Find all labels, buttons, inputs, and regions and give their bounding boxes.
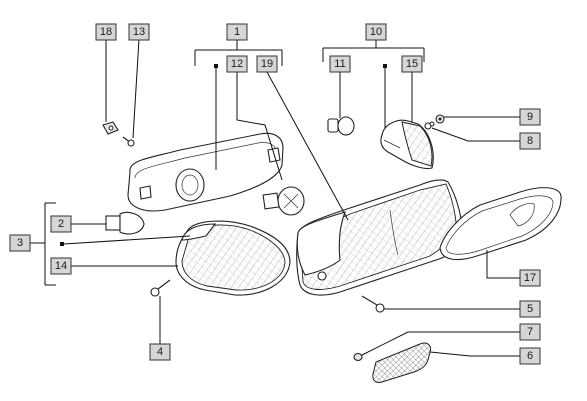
screw-part-4 <box>150 279 171 297</box>
svg-text:19: 19 <box>261 58 273 70</box>
washer-part-7 <box>353 352 363 362</box>
svg-text:13: 13 <box>133 26 145 38</box>
label-12: 12 <box>226 55 248 73</box>
label-9: 9 <box>519 108 541 126</box>
label-3: 3 <box>9 234 31 252</box>
label-13: 13 <box>128 23 150 41</box>
label-7: 7 <box>519 323 541 341</box>
label-10: 10 <box>365 23 387 41</box>
bulb-part-2 <box>105 211 145 235</box>
label-2: 2 <box>50 215 72 233</box>
svg-text:14: 14 <box>55 260 67 272</box>
svg-text:6: 6 <box>527 350 533 362</box>
side-lens-part-15 <box>380 119 434 170</box>
label-18: 18 <box>95 23 117 41</box>
lamp-gasket-part-17 <box>439 187 562 261</box>
svg-text:17: 17 <box>524 272 536 284</box>
clip-nut-part <box>102 121 119 135</box>
label-5: 5 <box>519 300 541 318</box>
svg-text:5: 5 <box>527 303 533 315</box>
svg-text:15: 15 <box>406 58 418 70</box>
label-8: 8 <box>519 132 541 150</box>
svg-text:3: 3 <box>17 237 23 249</box>
svg-text:2: 2 <box>58 218 64 230</box>
label-11: 11 <box>329 55 351 73</box>
reflector-part-6 <box>372 342 431 383</box>
svg-text:9: 9 <box>527 111 533 123</box>
svg-text:4: 4 <box>157 346 163 358</box>
label-17: 17 <box>519 269 541 287</box>
label-19: 19 <box>256 55 278 73</box>
rear-lamp-lens <box>296 179 463 296</box>
svg-text:12: 12 <box>231 58 243 70</box>
label-15: 15 <box>401 55 423 73</box>
svg-text:10: 10 <box>370 26 382 38</box>
label-14: 14 <box>50 257 72 275</box>
screw-part-13 <box>122 136 135 147</box>
label-6: 6 <box>519 347 541 365</box>
fastener-part-8 <box>424 121 435 130</box>
bulb-part-11 <box>327 116 355 136</box>
svg-text:18: 18 <box>100 26 112 38</box>
svg-text:11: 11 <box>334 58 345 70</box>
svg-text:1: 1 <box>234 26 240 38</box>
label-4: 4 <box>149 343 171 361</box>
fastener-part-9 <box>435 114 445 124</box>
svg-text:7: 7 <box>527 326 533 338</box>
screw-part-5 <box>361 295 385 313</box>
indicator-lens-part-14 <box>175 220 291 296</box>
label-1: 1 <box>226 23 248 41</box>
svg-text:8: 8 <box>527 135 533 147</box>
bulb-holder-housing <box>127 132 284 212</box>
bulb-part-19 <box>262 186 305 216</box>
